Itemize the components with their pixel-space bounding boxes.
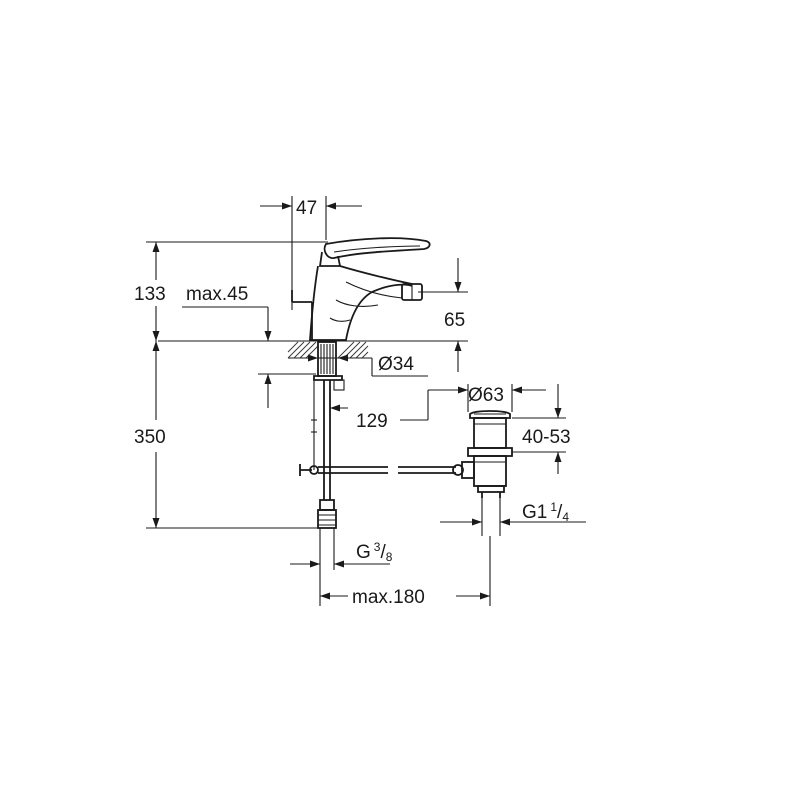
dim-dia63-label: Ø63 (468, 385, 504, 406)
dim-max180-label: max.180 (352, 587, 425, 608)
dim-350-label: 350 (134, 427, 166, 448)
dim-133-label: 133 (134, 284, 166, 305)
popup-waste (461, 410, 513, 498)
dim-max45-label: max.45 (186, 284, 248, 305)
dim-dia34-label: Ø34 (378, 354, 414, 375)
threaded-shank (311, 341, 345, 500)
linkage-rod (299, 464, 464, 476)
dim-129-label: 129 (356, 411, 388, 432)
dimension-lines (146, 196, 586, 606)
supply-connector (317, 499, 337, 570)
mounting-surface (158, 340, 468, 359)
faucet-body (291, 237, 431, 341)
dim-47-label: 47 (296, 198, 317, 219)
dim-65-label: 65 (444, 310, 465, 331)
dim-40-53-label: 40-53 (522, 427, 571, 448)
